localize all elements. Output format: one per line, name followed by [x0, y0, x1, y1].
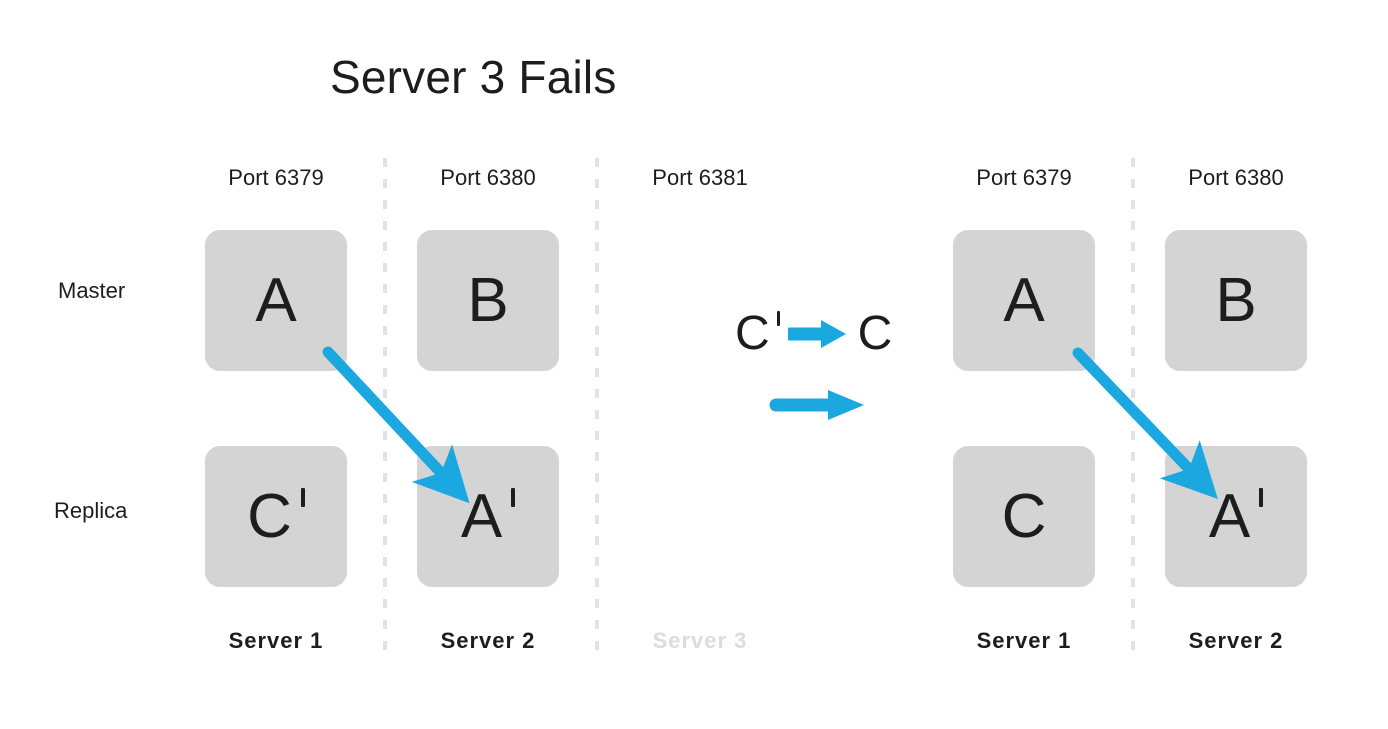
column-divider	[383, 158, 387, 660]
before-col-2-server: Server 3	[652, 628, 748, 653]
after-col-1-server: Server 2	[1188, 628, 1284, 653]
node-glyph: B	[467, 265, 509, 335]
node-glyph: A	[255, 265, 297, 335]
page-title: Server 3 Fails	[330, 51, 617, 103]
before-replica-node-0: C	[205, 446, 347, 587]
after-master-node-0: A	[953, 230, 1095, 371]
after-replica-node-1: A	[1165, 446, 1307, 587]
node-glyph: C	[247, 481, 305, 551]
before-col-0-server: Server 1	[228, 628, 324, 653]
before-master-node-0: A	[205, 230, 347, 371]
before-col-1-server: Server 2	[440, 628, 536, 653]
before-col-2-port: Port 6381	[652, 165, 748, 190]
transition-arrow-icon	[769, 390, 864, 420]
after-col-1-port: Port 6380	[1188, 165, 1284, 190]
column-divider	[1131, 158, 1135, 660]
promotion-annotation: C C	[735, 305, 892, 363]
before-master-node-1: B	[417, 230, 559, 371]
node-glyph: C	[1001, 481, 1047, 551]
after-col-0-port: Port 6379	[976, 165, 1072, 190]
before-replica-node-1: A	[417, 446, 559, 587]
row-label-master: Master	[58, 278, 126, 303]
after-replica-node-0: C	[953, 446, 1095, 587]
node-glyph: A	[460, 481, 516, 551]
node-glyph: B	[1215, 265, 1257, 335]
column-divider	[595, 158, 599, 660]
before-col-1-port: Port 6380	[440, 165, 536, 190]
annotation-from: C	[735, 307, 780, 360]
right-arrow-icon	[787, 317, 850, 351]
before-col-0-port: Port 6379	[228, 165, 324, 190]
annotation-to: C	[857, 307, 893, 360]
after-col-0-server: Server 1	[976, 628, 1072, 653]
after-master-node-1: B	[1165, 230, 1307, 371]
node-glyph: A	[1003, 265, 1045, 335]
row-label-replica: Replica	[54, 498, 128, 523]
node-glyph: A	[1208, 481, 1264, 551]
